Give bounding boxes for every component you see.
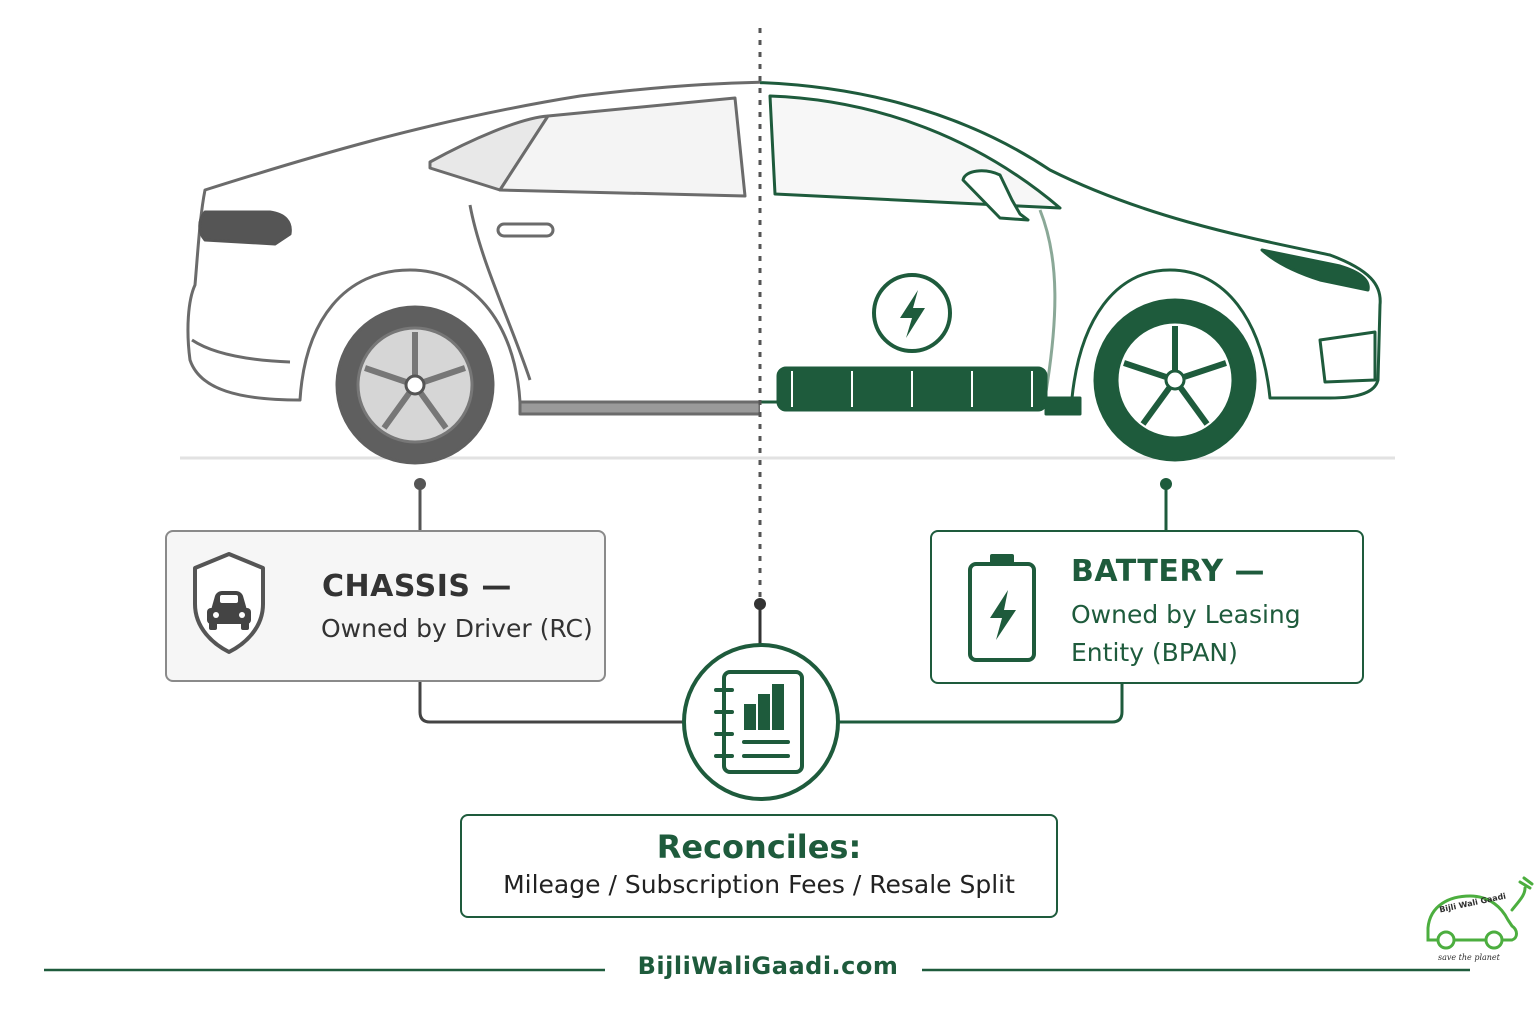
front-grille: [1318, 330, 1377, 384]
footer-site-link[interactable]: BijliWaliGaadi.com: [637, 952, 899, 980]
side-mirror: [961, 169, 1030, 222]
car-window: [498, 96, 747, 198]
battery-card: BATTERY — Owned by Leasing Entity (BPAN): [930, 530, 1364, 684]
chassis-card: CHASSIS — Owned by Driver (RC): [165, 530, 606, 682]
battery-bolt-icon: [968, 554, 1036, 662]
shield-car-icon: [193, 552, 265, 654]
car-chassis-half: [186, 80, 760, 465]
reconcile-title: Reconciles:: [656, 828, 862, 866]
car-body-outline: [186, 80, 760, 404]
battery-title: BATTERY —: [1071, 554, 1265, 589]
rocker-panel: [518, 400, 760, 416]
battery-cells: [791, 371, 1033, 407]
headlight: [1260, 248, 1370, 292]
rocker-panel: [1044, 396, 1082, 416]
rear-bumper: [191, 338, 291, 364]
door-handle: [496, 222, 555, 238]
door-line: [468, 204, 532, 381]
front-wheel-hub: [1164, 369, 1186, 391]
reconcile-hub: [682, 643, 840, 801]
brand-logo-tagline: save the planet: [1438, 953, 1501, 962]
chassis-title: CHASSIS —: [322, 569, 512, 604]
battery-to-hub-line: [838, 684, 1124, 724]
car-body-outline: [760, 81, 1382, 404]
reconcile-card: Reconciles: Mileage / Subscription Fees …: [460, 814, 1058, 918]
bolt-emblem-icon: [872, 273, 952, 353]
chassis-subtitle: Owned by Driver (RC): [321, 614, 593, 643]
door-line: [1038, 209, 1057, 399]
reconcile-subtitle: Mileage / Subscription Fees / Resale Spl…: [503, 870, 1015, 899]
car-battery-half: [760, 81, 1382, 462]
brand-logo: [1426, 876, 1534, 950]
battery-subtitle: Owned by Leasing Entity (BPAN): [1071, 600, 1301, 667]
tail-light: [198, 210, 292, 246]
car-window: [768, 94, 1062, 210]
rear-wheel-hub: [404, 374, 426, 396]
ledger-chart-icon: [714, 670, 804, 774]
chassis-to-hub-line: [418, 682, 684, 724]
